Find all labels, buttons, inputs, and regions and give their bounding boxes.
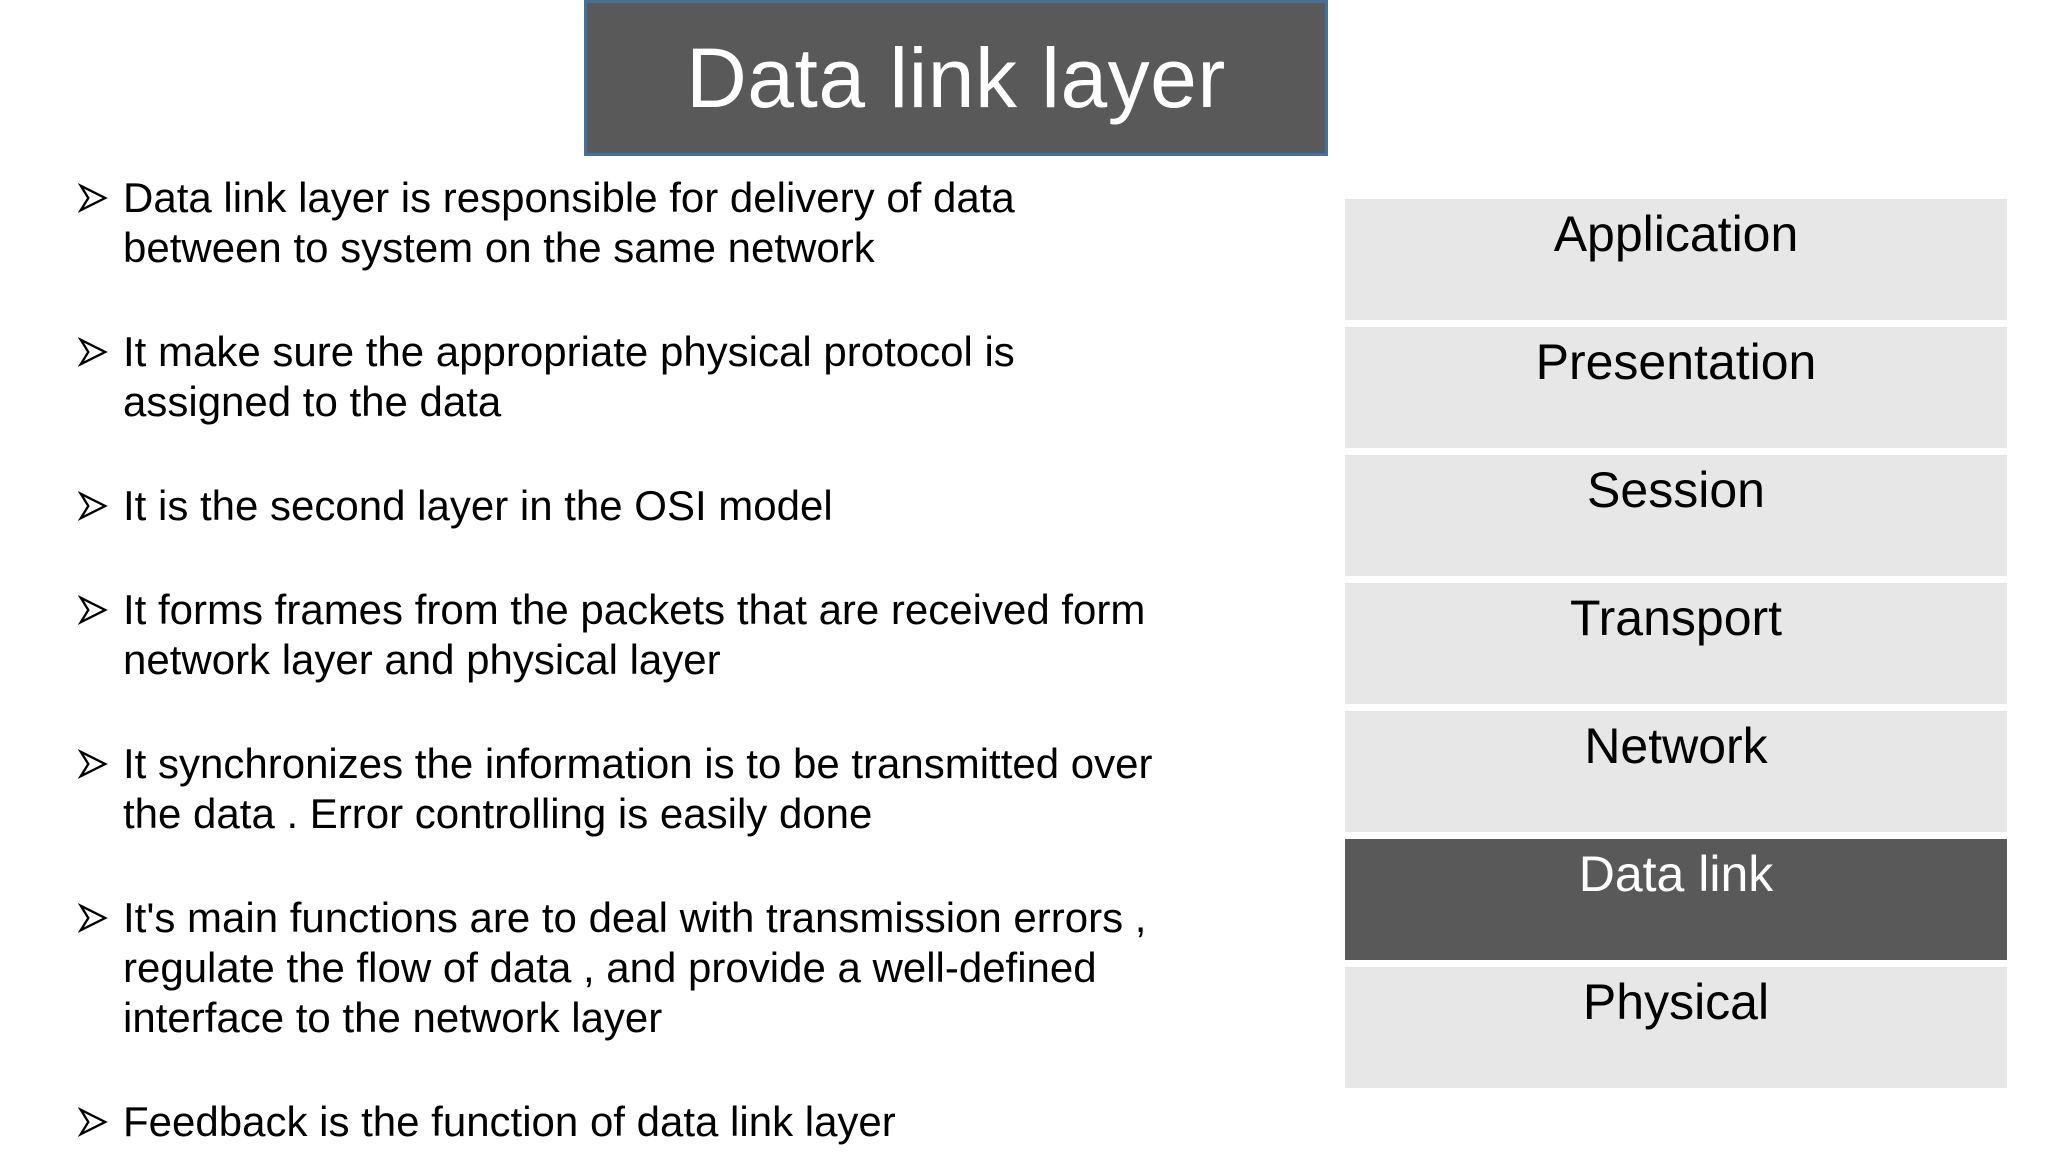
title-banner: Data link layer	[584, 0, 1328, 156]
arrow-bullet-icon	[78, 183, 108, 213]
arrow-bullet-icon	[78, 491, 108, 521]
osi-layer-network: Network	[1345, 711, 2007, 832]
osi-layer-presentation: Presentation	[1345, 327, 2007, 448]
arrow-bullet-icon	[78, 337, 108, 367]
osi-layer-physical: Physical	[1345, 967, 2007, 1088]
arrow-bullet-icon	[78, 903, 108, 933]
bullet-text: Feedback is the function of data link la…	[123, 1098, 896, 1145]
bullet-text: It forms frames from the packets that ar…	[123, 586, 1146, 683]
osi-layer-transport: Transport	[1345, 583, 2007, 704]
bullet-item: It's main functions are to deal with tra…	[78, 893, 1348, 1043]
osi-layer-data-link: Data link	[1345, 839, 2007, 960]
bullet-list: Data link layer is responsible for deliv…	[78, 173, 1348, 1147]
bullet-text: It make sure the appropriate physical pr…	[123, 328, 1015, 425]
bullet-text: It synchronizes the information is to be…	[123, 740, 1153, 837]
bullet-item: It make sure the appropriate physical pr…	[78, 327, 1348, 427]
bullet-item: Feedback is the function of data link la…	[78, 1097, 1348, 1147]
bullet-item: It synchronizes the information is to be…	[78, 739, 1348, 839]
arrow-bullet-icon	[78, 1107, 108, 1137]
osi-layer-application: Application	[1345, 199, 2007, 320]
page-title: Data link layer	[686, 30, 1226, 125]
arrow-bullet-icon	[78, 595, 108, 625]
bullet-item: It is the second layer in the OSI model	[78, 481, 1348, 531]
bullet-text: It's main functions are to deal with tra…	[123, 894, 1147, 1041]
arrow-bullet-icon	[78, 749, 108, 779]
bullet-item: Data link layer is responsible for deliv…	[78, 173, 1348, 273]
bullet-text: It is the second layer in the OSI model	[123, 482, 833, 529]
osi-layer-session: Session	[1345, 455, 2007, 576]
bullet-item: It forms frames from the packets that ar…	[78, 585, 1348, 685]
bullet-text: Data link layer is responsible for deliv…	[123, 174, 1015, 271]
